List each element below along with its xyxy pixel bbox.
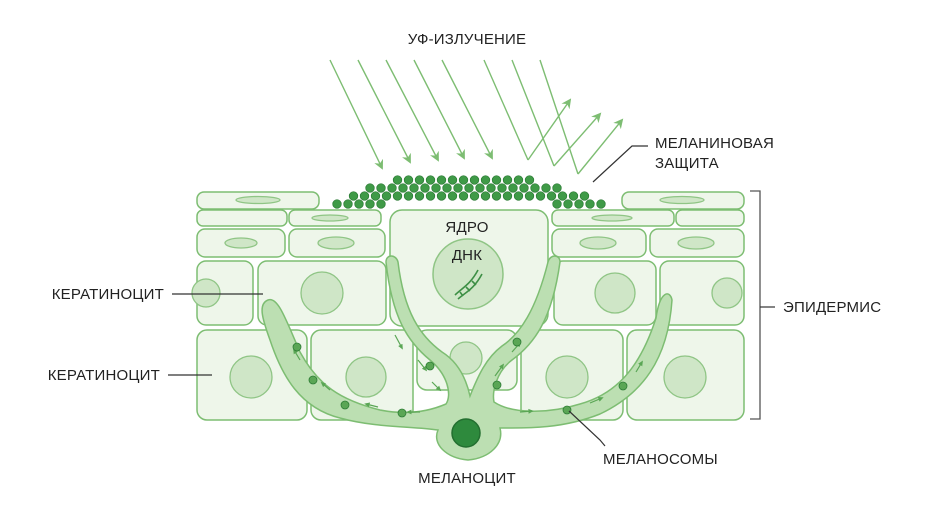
uv-ray-reflected bbox=[577, 118, 624, 175]
melanin-granule bbox=[436, 175, 447, 185]
melanin-granule bbox=[596, 199, 606, 209]
melanin-granule bbox=[403, 191, 414, 201]
melanin-granule bbox=[469, 191, 480, 201]
melanin-granule bbox=[365, 199, 375, 209]
melanin-granule bbox=[524, 191, 535, 201]
central-keratinocyte bbox=[389, 209, 549, 327]
melanin-granule bbox=[464, 183, 474, 193]
melanin-granule bbox=[513, 175, 524, 185]
melanin-granule bbox=[447, 191, 458, 201]
melanin-granule bbox=[524, 175, 535, 185]
melanin-granule bbox=[365, 183, 375, 193]
melanosomes-label: МЕЛАНОСОМЫ bbox=[603, 451, 718, 468]
melanocyte bbox=[261, 255, 673, 461]
melanin-granule bbox=[519, 183, 529, 193]
melanin-granule bbox=[425, 191, 436, 201]
melanosome-flow-arrows bbox=[293, 334, 643, 415]
melanin-granule bbox=[491, 175, 502, 185]
melanin-granule bbox=[574, 199, 584, 209]
melanin-granule bbox=[486, 183, 496, 193]
melanin-granule bbox=[557, 191, 568, 201]
melanin-granule bbox=[513, 191, 524, 201]
melanin-granule bbox=[530, 183, 540, 193]
epidermis-label: ЭПИДЕРМИС bbox=[783, 299, 881, 316]
uv-ray bbox=[511, 59, 555, 167]
melanin-granule bbox=[497, 183, 507, 193]
melanin-granule bbox=[585, 199, 595, 209]
melanin-granule bbox=[491, 191, 502, 201]
melanin-granule bbox=[480, 175, 491, 185]
melanin-granule bbox=[387, 183, 397, 193]
melanin-granule bbox=[447, 175, 458, 185]
stratum-corneum bbox=[196, 191, 745, 258]
melanin-granule bbox=[546, 191, 557, 201]
melanin-granule bbox=[392, 175, 403, 185]
melanin-granule bbox=[508, 183, 518, 193]
keratinocyte-row-middle bbox=[191, 260, 745, 326]
melanin-granule bbox=[403, 175, 414, 185]
melanin-granule bbox=[502, 191, 513, 201]
melanin-granule bbox=[343, 199, 353, 209]
uv-ray bbox=[357, 59, 411, 164]
melanin-cap bbox=[332, 175, 606, 209]
melanin-protection-label-line1: МЕЛАНИНОВАЯ bbox=[655, 135, 774, 152]
melanin-granule bbox=[381, 191, 392, 201]
melanin-granule bbox=[469, 175, 480, 185]
uv-ray bbox=[329, 59, 384, 170]
keratinocyte-lower-label: КЕРАТИНОЦИТ bbox=[48, 367, 160, 384]
melanin-granule bbox=[376, 183, 386, 193]
melanin-granule bbox=[535, 191, 546, 201]
melanin-granule bbox=[431, 183, 441, 193]
melanin-granule bbox=[458, 191, 469, 201]
dna-helix-icon bbox=[454, 269, 483, 300]
melanin-granule bbox=[502, 175, 513, 185]
melanin-granule bbox=[420, 183, 430, 193]
melanin-granule bbox=[376, 199, 386, 209]
melanin-granule bbox=[398, 183, 408, 193]
melanin-granule bbox=[453, 183, 463, 193]
melanin-granule bbox=[409, 183, 419, 193]
melanin-granule bbox=[436, 191, 447, 201]
dna-label: ДНК bbox=[452, 247, 482, 264]
uv-ray bbox=[483, 59, 529, 161]
melanin-granule bbox=[348, 191, 359, 201]
melanosomes bbox=[292, 337, 628, 418]
uv-ray bbox=[385, 59, 439, 162]
melanocyte-nucleus bbox=[451, 418, 481, 448]
melanin-granule bbox=[359, 191, 370, 201]
epidermis-bracket bbox=[750, 190, 761, 420]
nucleus bbox=[432, 238, 504, 310]
uv-ray bbox=[539, 59, 579, 175]
melanin-granule bbox=[563, 199, 573, 209]
melanin-granule bbox=[552, 183, 562, 193]
melanin-granule bbox=[414, 175, 425, 185]
melanin-granule bbox=[480, 191, 491, 201]
melanin-granule bbox=[475, 183, 485, 193]
uv-rays bbox=[329, 59, 624, 175]
uv-ray bbox=[441, 59, 493, 160]
melanin-granule bbox=[552, 199, 562, 209]
melanocyte-label: МЕЛАНОЦИТ bbox=[418, 470, 516, 487]
melanin-granule bbox=[354, 199, 364, 209]
keratinocyte-upper-label: КЕРАТИНОЦИТ bbox=[52, 286, 164, 303]
uv-ray-reflected bbox=[553, 112, 602, 167]
melanin-protection-label-line2: ЗАЩИТА bbox=[655, 155, 719, 172]
melanin-granule bbox=[332, 199, 342, 209]
melanin-granule bbox=[579, 191, 590, 201]
melanin-granule bbox=[414, 191, 425, 201]
uv-ray bbox=[413, 59, 465, 160]
uv-ray-reflected bbox=[527, 98, 572, 161]
nucleus-label: ЯДРО bbox=[445, 219, 488, 236]
melanin-granule bbox=[370, 191, 381, 201]
uv-label: УФ-ИЗЛУЧЕНИЕ bbox=[408, 31, 527, 48]
melanin-granule bbox=[425, 175, 436, 185]
melanin-granule bbox=[568, 191, 579, 201]
melanin-granule bbox=[541, 183, 551, 193]
melanin-granule bbox=[392, 191, 403, 201]
melanin-granule bbox=[458, 175, 469, 185]
melanin-granule bbox=[442, 183, 452, 193]
